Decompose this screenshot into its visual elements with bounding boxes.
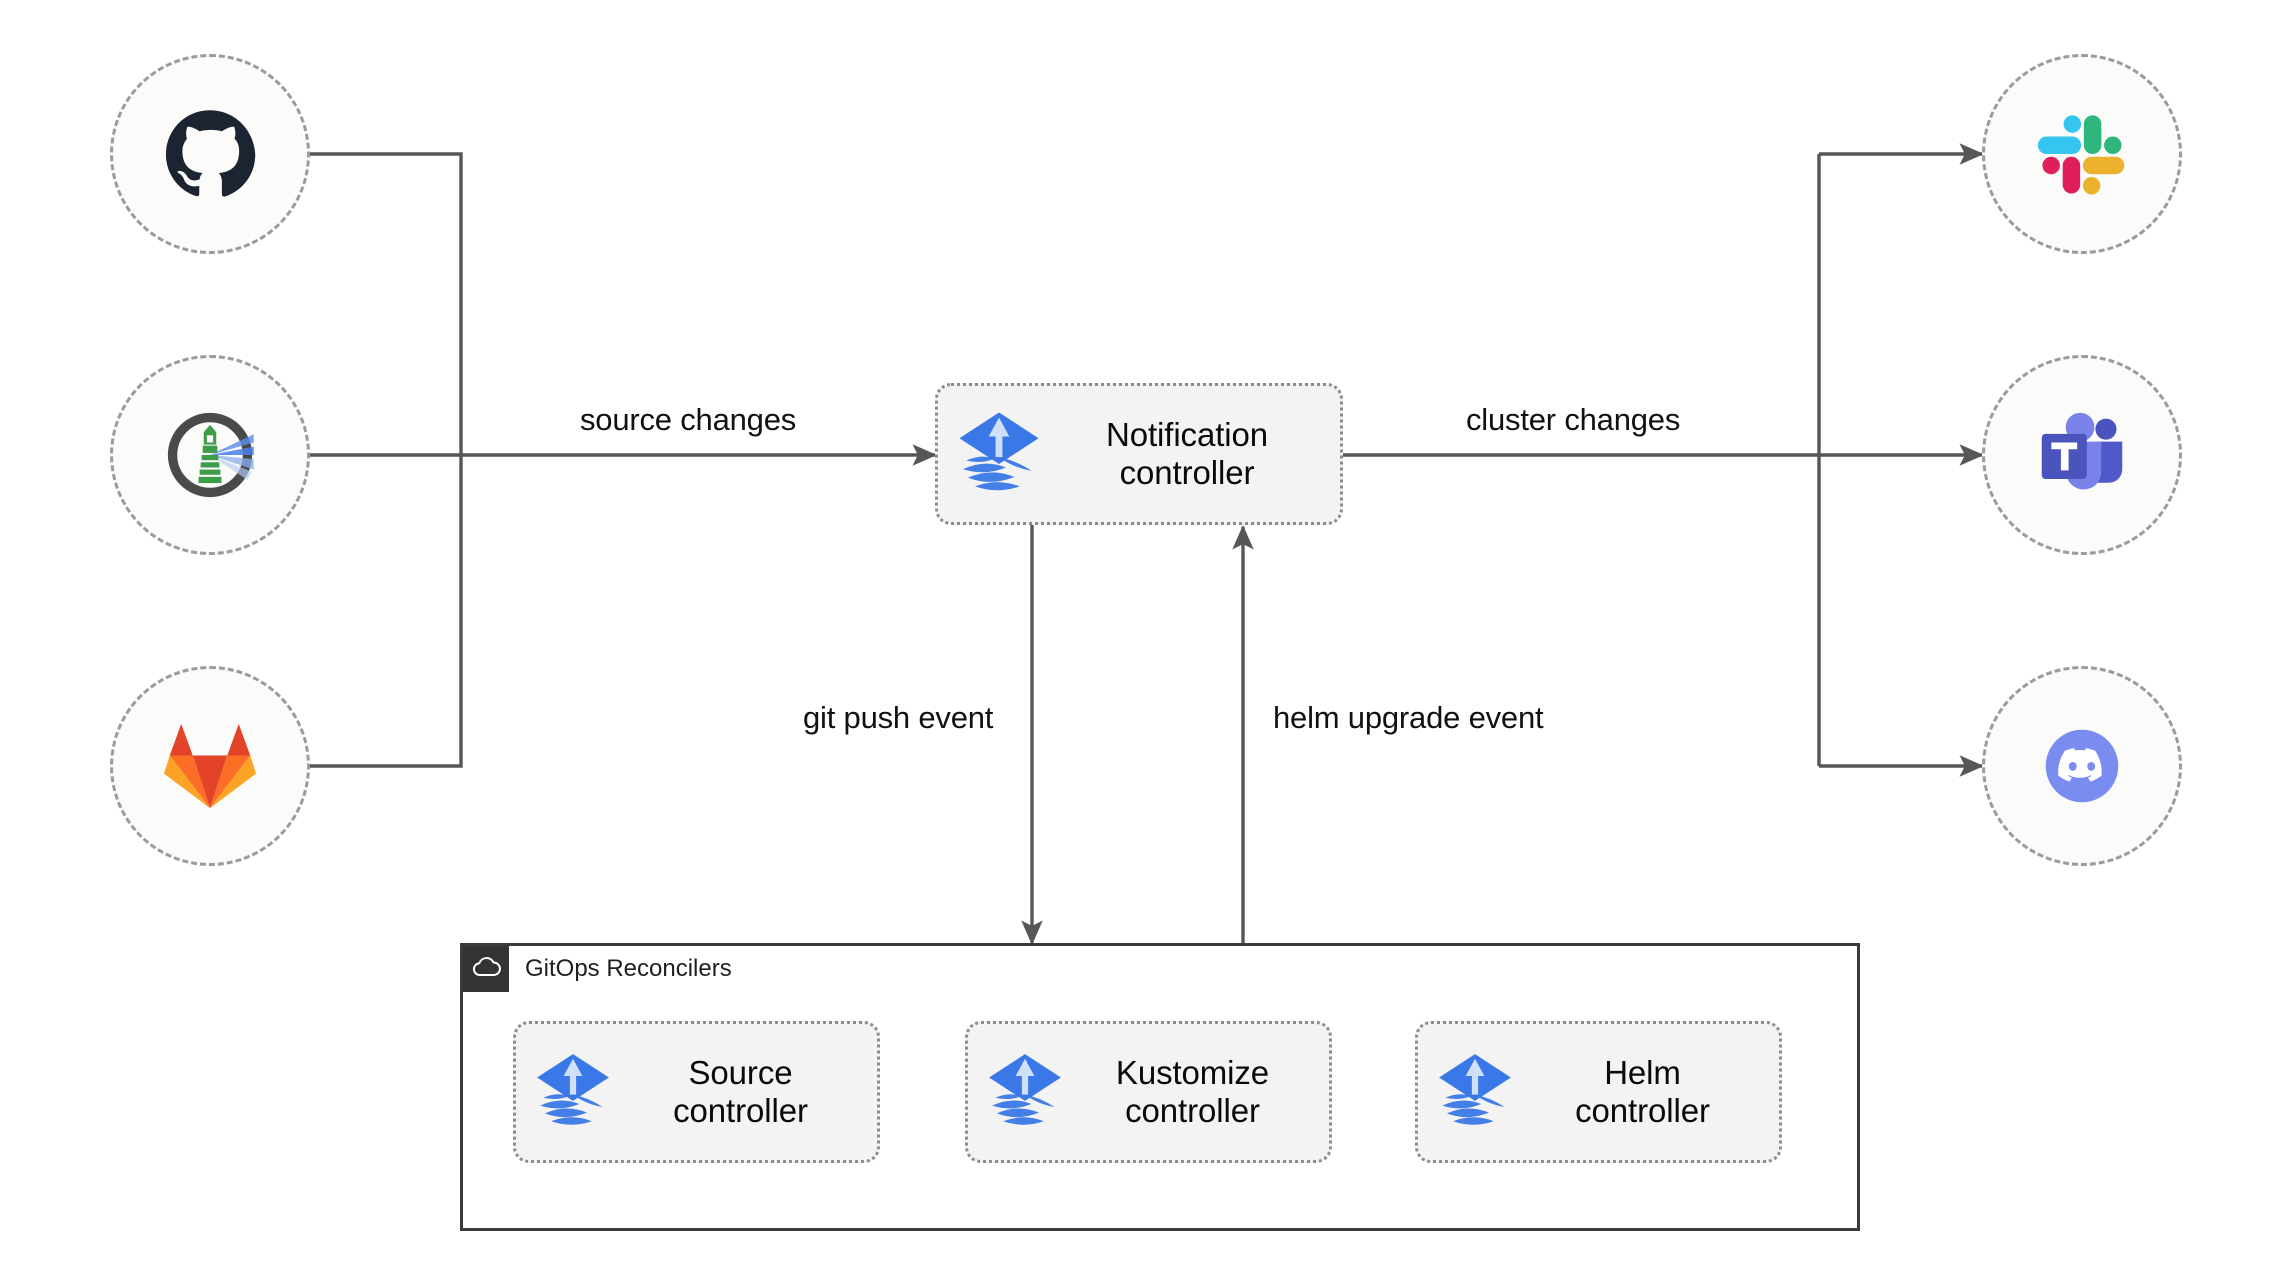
microsoft-teams-icon [2034, 409, 2130, 501]
edge-github-to-trunk [310, 152, 463, 455]
kustomize-controller-label: Kustomize controller [1115, 1053, 1270, 1129]
flux-icon [534, 1051, 612, 1134]
edge-label-cluster-changes: cluster changes [1466, 402, 1681, 437]
source-controller-node[interactable]: Source controller [513, 1021, 880, 1163]
flux-icon [1436, 1051, 1514, 1134]
edge-label-git-push-event: git push event [803, 700, 994, 735]
lighthouse-icon [158, 403, 262, 507]
flux-icon [956, 409, 1042, 500]
discord-icon [2033, 717, 2131, 815]
target-node-discord[interactable] [1982, 666, 2182, 866]
gitlab-icon [162, 720, 258, 812]
helm-controller-node[interactable]: Helm controller [1415, 1021, 1782, 1163]
source-controller-label: Source controller [673, 1053, 808, 1129]
kustomize-controller-node[interactable]: Kustomize controller [965, 1021, 1332, 1163]
edge-gitlab-to-trunk [310, 455, 463, 768]
notification-controller-label: Notification controller [1105, 415, 1269, 491]
source-node-github[interactable] [110, 54, 310, 254]
edge-label-helm-upgrade-event: helm upgrade event [1273, 700, 1544, 735]
slack-icon [2036, 108, 2128, 200]
github-icon [164, 108, 256, 200]
group-tab [463, 946, 509, 992]
helm-controller-label: Helm controller [1575, 1053, 1710, 1129]
notification-controller-node[interactable]: Notification controller [935, 383, 1343, 525]
source-node-helm-repository[interactable] [110, 355, 310, 555]
source-node-gitlab[interactable] [110, 666, 310, 866]
edge-label-source-changes: source changes [580, 402, 797, 437]
flux-icon [986, 1051, 1064, 1134]
group-title: GitOps Reconcilers [525, 955, 732, 982]
target-node-teams[interactable] [1982, 355, 2182, 555]
target-node-slack[interactable] [1982, 54, 2182, 254]
cloud-icon [471, 956, 501, 983]
